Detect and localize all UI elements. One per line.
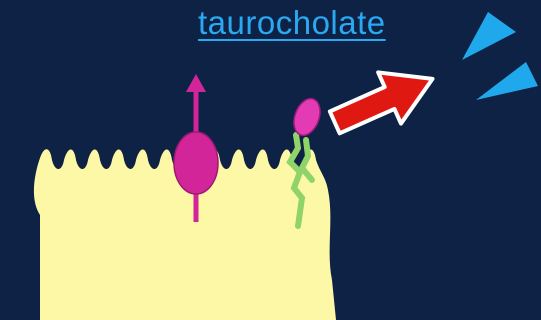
triangle-icon-upper (462, 12, 516, 60)
transport-arrow-head-icon (186, 74, 206, 92)
signal-arrow-icon (323, 53, 444, 148)
taurocholate-label: taurocholate (198, 4, 386, 42)
transporter-channel (174, 132, 218, 194)
triangle-icon-lower (476, 62, 538, 100)
